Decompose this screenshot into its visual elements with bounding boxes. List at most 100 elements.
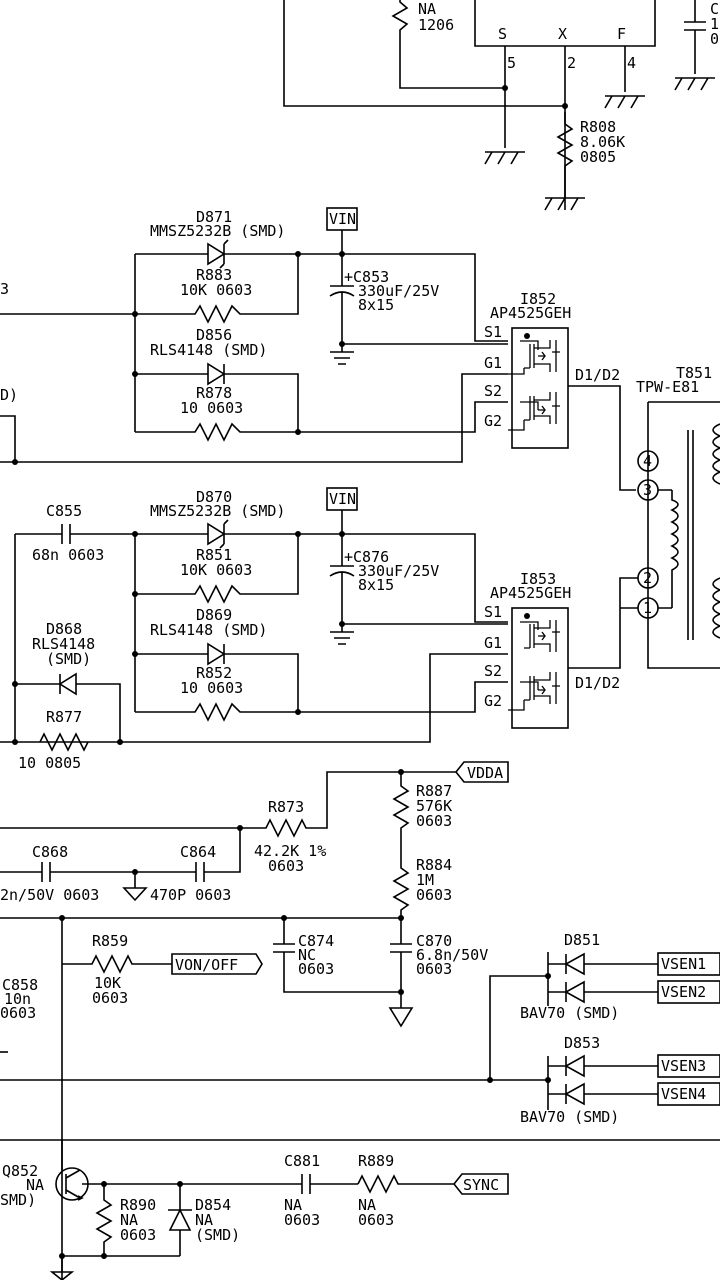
stage1-d871-ref: D871 xyxy=(196,208,232,226)
resistor-r808 xyxy=(556,112,574,198)
c853-size: 8x15 xyxy=(358,296,394,314)
capacitor-c870 xyxy=(390,943,412,1008)
r808-value: 8.06K xyxy=(580,133,625,151)
resistor-r877 xyxy=(39,732,89,752)
stage1-left-frag2: D) xyxy=(0,386,18,404)
sync-flag xyxy=(452,1173,509,1195)
ground-triangle xyxy=(49,1256,75,1280)
stage1-left-stub xyxy=(0,415,16,462)
c881-value: NA xyxy=(284,1196,302,1214)
cap-right-label-b: 1 xyxy=(710,15,719,33)
diode-d868 xyxy=(14,534,121,742)
c853-ref: +C853 xyxy=(344,268,389,286)
vsen4-label: VSEN4 xyxy=(661,1085,706,1103)
capacitor-c853 xyxy=(329,254,355,352)
d868-pkg: (SMD) xyxy=(46,650,91,668)
r808-package: 0805 xyxy=(580,148,616,166)
c874-ref: C874 xyxy=(298,932,334,950)
capacitor-c881 xyxy=(180,1174,358,1194)
c876-size: 8x15 xyxy=(358,576,394,594)
feedback-section: VDDA R887 576K 0603 R873 42.2K 1% 0603 C… xyxy=(0,761,720,1280)
t851-ref: T851 xyxy=(676,364,712,382)
i852-drain-wire xyxy=(568,385,636,491)
vsen2-flag xyxy=(657,980,720,1004)
pin1-dot xyxy=(524,333,530,339)
junction-dot xyxy=(132,591,138,597)
r884-ref: R884 xyxy=(416,856,452,874)
ic-pin-4: 4 xyxy=(627,54,636,72)
r878-ref: R878 xyxy=(196,384,232,402)
i852-ref: I852 xyxy=(520,290,556,308)
junction-dot xyxy=(295,429,301,435)
i852-pin-g1: G1 xyxy=(484,354,502,372)
t851-winding-secondary xyxy=(712,423,720,639)
resistor-r851 xyxy=(135,534,299,604)
c881-ref: C881 xyxy=(284,1152,320,1170)
ic-pin-x: X xyxy=(558,25,567,43)
r890-package: 0603 xyxy=(120,1226,156,1244)
stage2-left-bus xyxy=(0,534,508,743)
r851-value: 10K 0603 xyxy=(180,561,252,579)
ic-i852-box xyxy=(511,327,569,449)
ic-pin-5: 5 xyxy=(507,54,516,72)
junction-dot xyxy=(339,621,345,627)
d868-ref: D868 xyxy=(46,620,82,638)
resistor-r873 xyxy=(240,818,313,838)
stage1-left-bus xyxy=(0,254,508,463)
i852-mosfet-1 xyxy=(508,340,560,375)
resistor-r890 xyxy=(95,1184,113,1256)
ground-symbol xyxy=(674,77,715,91)
i853-pin-g1: G1 xyxy=(484,634,502,652)
capacitor-c874 xyxy=(273,918,401,993)
resistor-r884 xyxy=(392,860,410,918)
c858-ref: C858 xyxy=(2,976,38,994)
i852-mosfet-2 xyxy=(508,392,560,431)
ground-symbol xyxy=(604,95,645,109)
junction-dot xyxy=(295,709,301,715)
r890-value: NA xyxy=(120,1211,138,1229)
ground-triangle xyxy=(122,872,148,902)
ground-c853 xyxy=(330,343,508,365)
r883-value: 10K 0603 xyxy=(180,281,252,299)
d851-part: BAV70 (SMD) xyxy=(520,1004,619,1022)
d856-ref: D856 xyxy=(196,326,232,344)
t851-part: TPW-E81 xyxy=(636,378,699,396)
i853-pin-s1: S1 xyxy=(484,603,502,621)
capacitor-c855 xyxy=(15,524,135,544)
r877-value: 10 0805 xyxy=(18,754,81,772)
capacitor-c876 xyxy=(329,534,355,632)
d854-package: (SMD) xyxy=(195,1226,240,1244)
t851-pin-4 xyxy=(637,450,659,472)
resistor-top-package: 1206 xyxy=(418,16,454,34)
top-section: NA 1206 S X F 5 2 4 C 1 0 R808 8.06K 080… xyxy=(283,0,719,211)
vdda-flag xyxy=(454,761,509,783)
d869-ref: D869 xyxy=(196,606,232,624)
von-off-flag xyxy=(171,953,263,975)
d870-ref: D870 xyxy=(196,488,232,506)
ground-symbol xyxy=(484,151,525,165)
capacitor-right-partial xyxy=(684,0,706,74)
c853-value: 330uF/25V xyxy=(358,282,439,300)
c864-value: 470P 0603 xyxy=(150,886,231,904)
junction-dot xyxy=(339,531,345,537)
i852-pin-g2: G2 xyxy=(484,412,502,430)
junction-dot xyxy=(132,651,138,657)
stage1-d871-part: MMSZ5232B (SMD) xyxy=(150,222,285,240)
c868-ref: C868 xyxy=(32,843,68,861)
r887-package: 0603 xyxy=(416,812,452,830)
junction-dot xyxy=(12,739,18,745)
ic-pin-2: 2 xyxy=(567,54,576,72)
vsen2-label: VSEN2 xyxy=(661,983,706,1001)
junction-dot xyxy=(339,341,345,347)
zener-d854 xyxy=(168,1208,192,1256)
vin-label-2: VIN xyxy=(329,490,356,508)
c858-package: 0603 xyxy=(0,1004,36,1022)
c876-value: 330uF/25V xyxy=(358,562,439,580)
i852-pin-s2: S2 xyxy=(484,382,502,400)
r852-ref: R852 xyxy=(196,664,232,682)
r808-ref: R808 xyxy=(580,118,616,136)
r884-value: 1M xyxy=(416,871,434,889)
c876-ref: +C876 xyxy=(344,548,389,566)
diode-d853 xyxy=(547,1054,658,1110)
